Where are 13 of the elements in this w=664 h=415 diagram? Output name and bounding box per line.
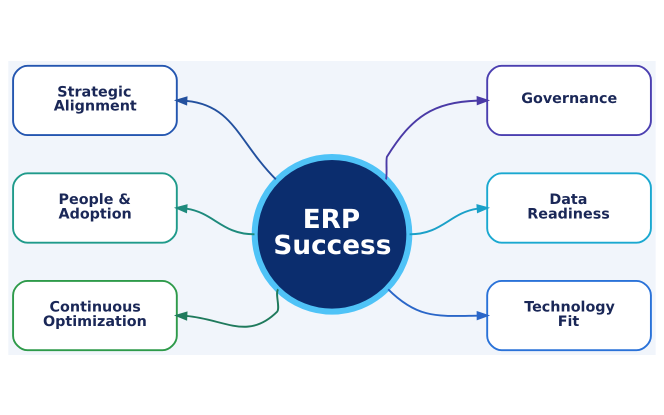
- node-box: People & Adoption: [12, 172, 178, 244]
- arrow: [174, 204, 255, 235]
- arrow: [409, 204, 490, 235]
- arrow: [174, 96, 277, 180]
- arrow: [384, 95, 490, 180]
- arrow: [174, 288, 280, 328]
- node-box: Strategic Alignment: [12, 64, 178, 136]
- node-box: Technology Fit: [486, 279, 652, 351]
- node-box: Data Readiness: [486, 172, 652, 244]
- node-box: Governance: [486, 64, 652, 136]
- node-circle: ERP Success: [252, 153, 412, 314]
- arrow: [388, 288, 490, 320]
- node-box: Continuous Optimization: [12, 279, 178, 351]
